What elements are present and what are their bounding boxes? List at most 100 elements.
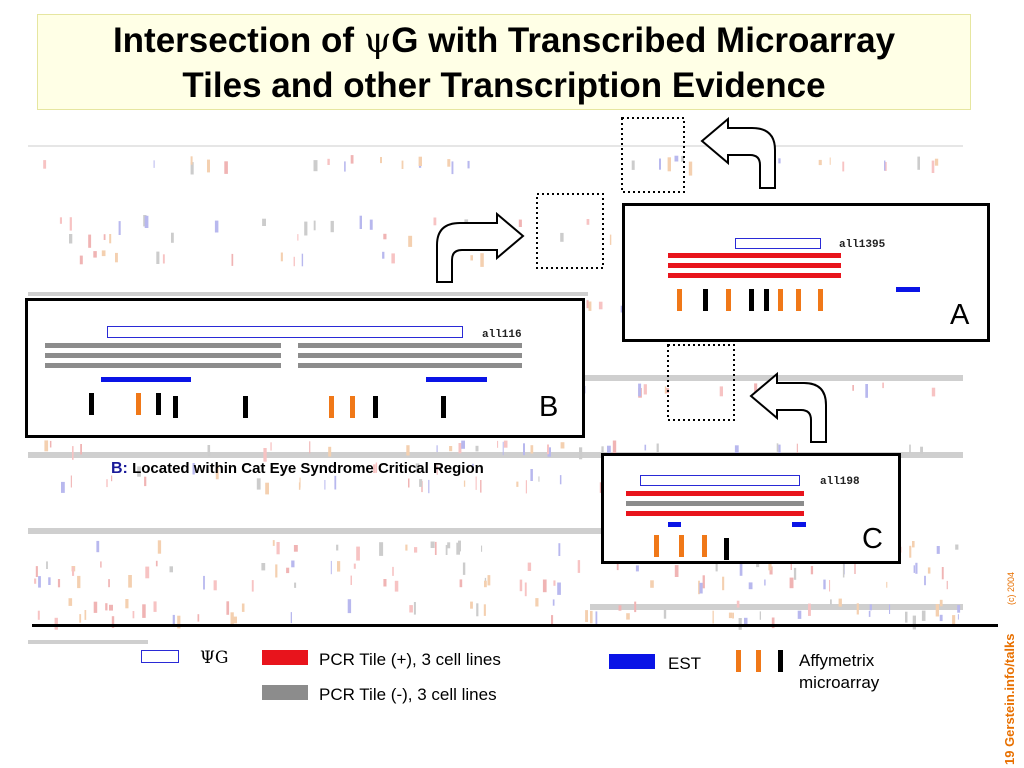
legend-divider <box>32 624 998 627</box>
arrow-icon-a <box>700 116 776 189</box>
track-mark <box>856 603 859 615</box>
track-mark <box>155 560 158 567</box>
pcr-negative-tile <box>626 501 804 506</box>
pcr-positive-tile <box>668 253 841 258</box>
affy-probe-orange <box>702 535 707 557</box>
track-mark <box>868 610 871 617</box>
panel-letter-b: B <box>539 391 559 423</box>
legend-est-swatch <box>609 654 655 669</box>
track-mark <box>144 215 149 228</box>
track-mark <box>80 444 82 455</box>
pcr-negative-tile <box>45 363 281 368</box>
track-mark <box>939 614 943 622</box>
track-mark <box>487 575 491 586</box>
track-mark <box>702 575 705 589</box>
track-mark <box>935 604 939 617</box>
track-mark <box>547 444 549 455</box>
track-mark <box>734 445 739 456</box>
track-mark <box>538 476 540 482</box>
track-mark <box>525 480 527 494</box>
track-mark <box>920 446 923 454</box>
track-mark <box>382 251 385 259</box>
track-mark <box>169 566 173 573</box>
track-mark <box>383 233 387 240</box>
track-mark <box>190 156 193 165</box>
track-mark <box>54 617 58 630</box>
track-mark <box>712 610 714 624</box>
track-mark <box>585 610 588 622</box>
track-mark <box>519 579 523 592</box>
track-mark <box>144 476 147 487</box>
track-mark <box>224 161 228 174</box>
track-mark <box>125 599 129 609</box>
track-mark <box>797 610 802 619</box>
track-mark <box>406 445 410 456</box>
track-mark <box>644 444 647 451</box>
track-mark <box>93 601 98 613</box>
gene-label-c: all198 <box>820 476 860 488</box>
affy-probe-black <box>373 396 378 418</box>
arrow-icon-b <box>436 211 525 283</box>
track-mark <box>542 579 547 593</box>
track-mark <box>77 575 81 589</box>
track-mark <box>483 604 486 616</box>
track-mark <box>291 560 295 568</box>
track-mark <box>215 465 219 480</box>
track-mark <box>754 383 758 397</box>
track-mark <box>941 567 944 580</box>
track-mark <box>419 479 423 487</box>
grey-tracks <box>28 145 963 644</box>
track-mark <box>115 252 118 263</box>
track-mark <box>664 386 667 394</box>
track-mark <box>293 256 295 267</box>
track-mark <box>931 160 935 173</box>
track-mark <box>142 604 146 618</box>
track-mark <box>612 440 617 454</box>
pcr-negative-tile <box>45 353 281 358</box>
track-mark <box>162 254 165 264</box>
legend-pcr-pos-swatch <box>262 650 308 665</box>
track-mark <box>912 541 915 548</box>
affy-probe-orange <box>726 289 731 311</box>
track-mark <box>447 542 451 549</box>
track-mark <box>586 300 589 309</box>
track-mark <box>337 561 341 572</box>
track-mark <box>459 579 463 588</box>
track-mark <box>379 542 384 556</box>
track-mark <box>436 445 438 453</box>
track-mark <box>380 157 382 164</box>
track-mark <box>698 580 700 595</box>
track-mark <box>449 446 453 452</box>
track-mark <box>157 540 162 554</box>
track-mark <box>884 162 887 171</box>
track-mark <box>153 601 157 612</box>
track-mark <box>111 475 113 482</box>
legend-psig-swatch <box>141 650 179 663</box>
track-mark <box>656 443 659 457</box>
track-mark <box>391 253 395 264</box>
track-mark <box>470 601 473 609</box>
track-mark <box>598 301 603 310</box>
track-mark <box>793 567 797 580</box>
track-mark <box>936 546 940 554</box>
track-mark <box>497 440 499 448</box>
pcr-negative-tile <box>298 353 522 358</box>
track-mark <box>535 598 539 607</box>
track-mark <box>313 160 318 172</box>
track-mark <box>359 215 362 229</box>
track-mark <box>413 602 416 615</box>
track-mark <box>171 232 174 243</box>
track-mark <box>699 582 703 594</box>
track-mark <box>626 613 630 620</box>
legend-affy-label: Affymetrix microarray <box>799 651 880 692</box>
track-mark <box>609 234 612 245</box>
track-mark <box>137 466 141 477</box>
track-mark <box>778 444 781 458</box>
pcr-positive-tile <box>626 491 804 496</box>
track-mark <box>304 221 308 236</box>
est-bar <box>896 287 920 292</box>
track-mark <box>667 157 671 172</box>
track-mark <box>106 479 108 488</box>
est-bar <box>792 522 806 527</box>
track-mark <box>524 582 527 597</box>
